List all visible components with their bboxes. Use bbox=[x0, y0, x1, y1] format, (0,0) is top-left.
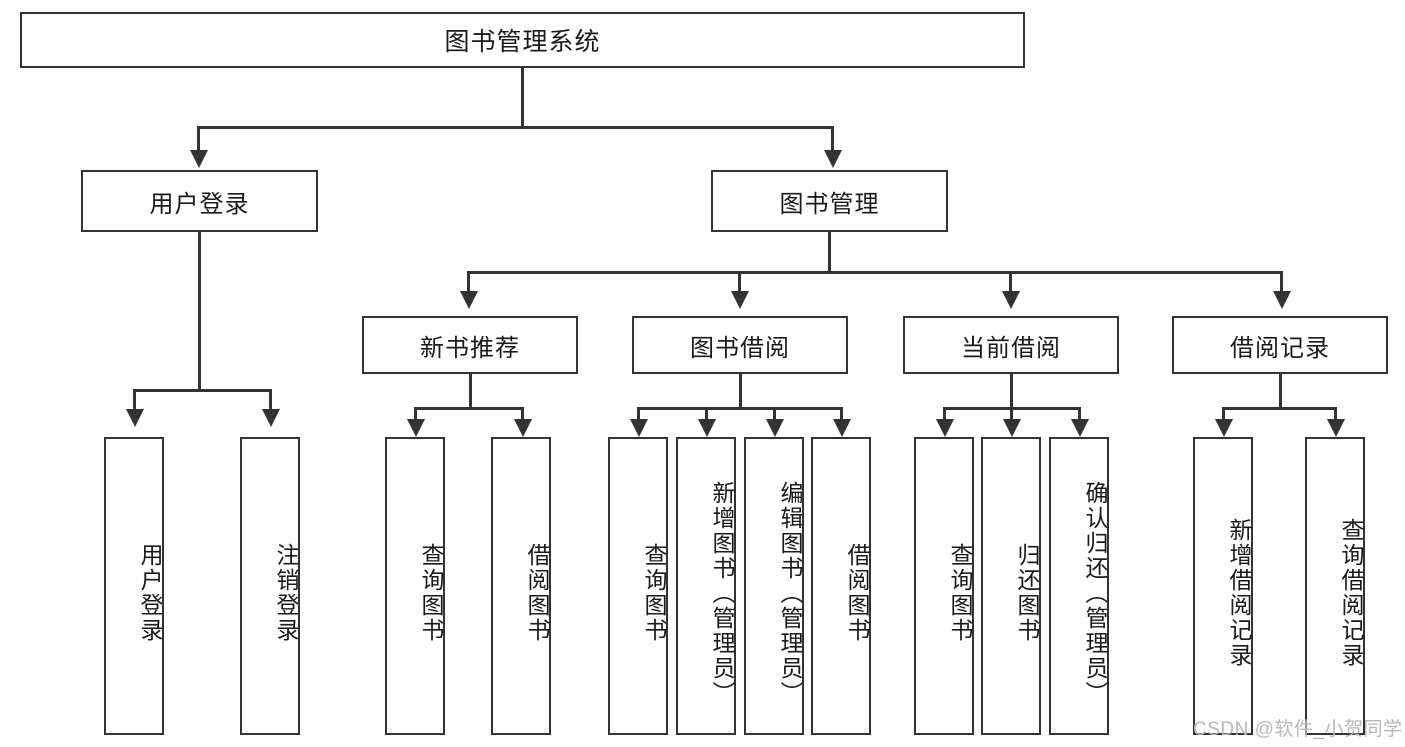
connector-to-borrow-record bbox=[1280, 271, 1283, 293]
arrow-down-icon bbox=[833, 419, 851, 437]
arrow-down-icon bbox=[1002, 291, 1020, 309]
node-borrow-record[interactable]: 借阅记录 bbox=[1172, 316, 1388, 374]
connector-root-to-user-login bbox=[197, 126, 200, 152]
node-book-manage[interactable]: 图书管理 bbox=[711, 170, 948, 232]
connector-user-login-to-leaf-0 bbox=[133, 389, 136, 411]
leaf-book-borrow-2[interactable]: 编辑图书（管理员） bbox=[744, 437, 804, 735]
arrow-down-icon bbox=[824, 150, 842, 168]
arrow-down-icon bbox=[190, 150, 208, 168]
connector-root-to-book-manage bbox=[831, 126, 834, 152]
connector-new-book-recommend-bus bbox=[414, 407, 524, 410]
arrow-down-icon bbox=[460, 291, 478, 309]
connector-book-borrow-stem bbox=[739, 374, 742, 407]
connector-bb-to-leaf-3 bbox=[840, 407, 843, 421]
connector-nbr-to-leaf-0 bbox=[414, 407, 417, 421]
leaf-book-borrow-1[interactable]: 新增图书（管理员） bbox=[676, 437, 736, 735]
leaf-label: 确认归还（管理员） bbox=[1082, 480, 1108, 706]
leaf-book-borrow-0[interactable]: 查询图书 bbox=[608, 437, 668, 735]
arrow-down-icon bbox=[1327, 419, 1345, 437]
connector-new-book-recommend-stem bbox=[469, 374, 472, 407]
node-current-borrow[interactable]: 当前借阅 bbox=[903, 316, 1119, 374]
leaf-borrow-record-0[interactable]: 新增借阅记录 bbox=[1193, 437, 1253, 735]
leaf-borrow-record-1[interactable]: 查询借阅记录 bbox=[1305, 437, 1365, 735]
leaf-user-login-1[interactable]: 注销登录 bbox=[240, 437, 300, 735]
leaf-label: 借阅图书 bbox=[524, 543, 550, 643]
connector-to-new-book-recommend bbox=[467, 271, 470, 293]
arrow-down-icon bbox=[1215, 419, 1233, 437]
leaf-current-borrow-2[interactable]: 确认归还（管理员） bbox=[1049, 437, 1109, 735]
leaf-user-login-0[interactable]: 用户登录 bbox=[104, 437, 164, 735]
connector-book-borrow-bus bbox=[637, 407, 842, 410]
leaf-label: 新增图书（管理员） bbox=[709, 480, 735, 706]
connector-cb-to-leaf-0 bbox=[943, 407, 946, 421]
leaf-label: 借阅图书 bbox=[844, 543, 870, 643]
arrow-down-icon bbox=[1071, 419, 1089, 437]
arrow-down-icon bbox=[1003, 419, 1021, 437]
connector-user-login-stem bbox=[198, 232, 201, 389]
node-borrow-record-label: 借阅记录 bbox=[1230, 334, 1330, 362]
connector-br-to-leaf-1 bbox=[1334, 407, 1337, 421]
leaf-book-borrow-3[interactable]: 借阅图书 bbox=[811, 437, 871, 735]
leaf-label: 查询借阅记录 bbox=[1338, 518, 1364, 668]
arrow-down-icon bbox=[731, 291, 749, 309]
connector-root-bus bbox=[197, 126, 834, 129]
connector-book-manage-stem bbox=[828, 232, 831, 271]
connector-cb-to-leaf-1 bbox=[1010, 407, 1013, 421]
leaf-current-borrow-1[interactable]: 归还图书 bbox=[981, 437, 1041, 735]
leaf-label: 新增借阅记录 bbox=[1226, 518, 1252, 668]
connector-borrow-record-bus bbox=[1222, 407, 1336, 410]
node-user-login-label: 用户登录 bbox=[149, 190, 250, 218]
connector-nbr-to-leaf-1 bbox=[521, 407, 524, 421]
connector-user-login-bus bbox=[133, 389, 271, 392]
connector-to-current-borrow bbox=[1009, 271, 1012, 293]
connector-cb-to-leaf-2 bbox=[1078, 407, 1081, 421]
arrow-down-icon bbox=[630, 419, 648, 437]
connector-book-manage-bus bbox=[467, 271, 1280, 274]
connector-bb-to-leaf-0 bbox=[637, 407, 640, 421]
node-root-label: 图书管理系统 bbox=[444, 28, 601, 56]
node-user-login[interactable]: 用户登录 bbox=[81, 170, 318, 232]
arrow-down-icon bbox=[766, 419, 784, 437]
leaf-label: 查询图书 bbox=[418, 543, 444, 643]
arrow-down-icon bbox=[407, 419, 425, 437]
arrow-down-icon bbox=[698, 419, 716, 437]
leaf-new-book-recommend-0[interactable]: 查询图书 bbox=[385, 437, 445, 735]
leaf-label: 用户登录 bbox=[137, 543, 163, 643]
leaf-label: 编辑图书（管理员） bbox=[777, 480, 803, 706]
connector-bb-to-leaf-1 bbox=[705, 407, 708, 421]
node-root-system[interactable]: 图书管理系统 bbox=[20, 12, 1025, 68]
leaf-label: 注销登录 bbox=[273, 543, 299, 643]
connector-current-borrow-stem bbox=[1010, 374, 1013, 407]
leaf-current-borrow-0[interactable]: 查询图书 bbox=[914, 437, 974, 735]
connector-borrow-record-stem bbox=[1279, 374, 1282, 407]
leaf-label: 归还图书 bbox=[1014, 543, 1040, 643]
arrow-down-icon bbox=[126, 409, 144, 427]
node-new-book-recommend-label: 新书推荐 bbox=[420, 334, 520, 362]
connector-bb-to-leaf-2 bbox=[773, 407, 776, 421]
leaf-new-book-recommend-1[interactable]: 借阅图书 bbox=[491, 437, 551, 735]
connector-root-stem bbox=[521, 68, 524, 126]
arrow-down-icon bbox=[1273, 291, 1291, 309]
connector-user-login-to-leaf-1 bbox=[269, 389, 272, 411]
node-current-borrow-label: 当前借阅 bbox=[961, 334, 1061, 362]
node-new-book-recommend[interactable]: 新书推荐 bbox=[362, 316, 578, 374]
node-book-borrow[interactable]: 图书借阅 bbox=[632, 316, 848, 374]
leaf-label: 查询图书 bbox=[641, 543, 667, 643]
watermark: CSDN @软件_小贺同学 bbox=[1193, 719, 1403, 740]
leaf-label: 查询图书 bbox=[947, 543, 973, 643]
connector-to-book-borrow bbox=[738, 271, 741, 293]
node-book-borrow-label: 图书借阅 bbox=[690, 334, 790, 362]
arrow-down-icon bbox=[514, 419, 532, 437]
arrow-down-icon bbox=[936, 419, 954, 437]
node-book-manage-label: 图书管理 bbox=[779, 190, 880, 218]
arrow-down-icon bbox=[262, 409, 280, 427]
connector-br-to-leaf-0 bbox=[1222, 407, 1225, 421]
